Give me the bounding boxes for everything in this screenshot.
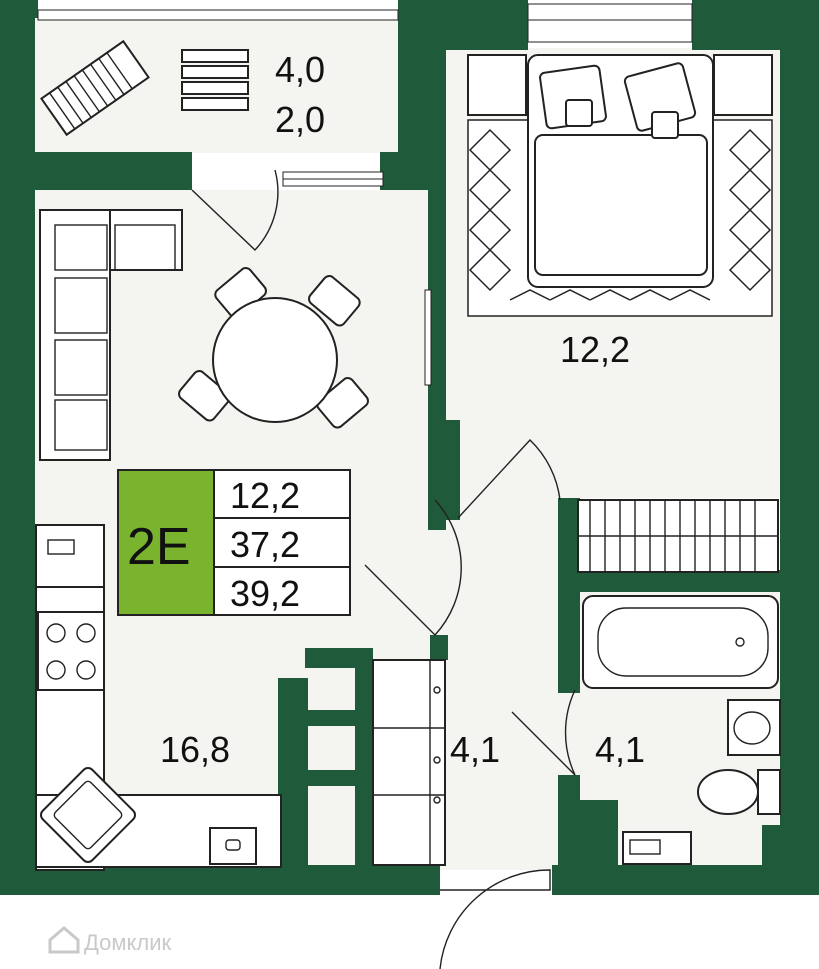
house-logo-icon bbox=[48, 926, 80, 954]
bathroom-door-swing bbox=[511, 689, 576, 776]
balcony-area-b: 2,0 bbox=[275, 99, 325, 140]
apartment-type-code: 2E bbox=[127, 518, 191, 576]
kitchen-living-area: 16,8 bbox=[160, 729, 230, 770]
windows bbox=[37, 3, 693, 386]
balcony-furniture bbox=[40, 39, 249, 137]
shelf-radiator bbox=[577, 499, 779, 573]
bedroom-furniture bbox=[467, 54, 773, 317]
bathroom-fixtures bbox=[582, 595, 781, 865]
badge-area-3: 39,2 bbox=[230, 573, 300, 614]
hall-wardrobe bbox=[372, 659, 446, 866]
hallway-area: 4,1 bbox=[450, 729, 500, 770]
bedroom-door-swing bbox=[457, 439, 561, 519]
living-door-swing bbox=[364, 499, 462, 637]
watermark-text: Домклик bbox=[84, 930, 172, 955]
sofa bbox=[39, 209, 183, 461]
bathroom-area: 4,1 bbox=[595, 729, 645, 770]
balcony-door-swing bbox=[191, 169, 279, 251]
walls bbox=[0, 0, 819, 895]
entrance-door-swing bbox=[439, 869, 551, 969]
dining-table bbox=[178, 267, 369, 429]
badge-green-block bbox=[117, 469, 215, 616]
watermark: Домклик bbox=[48, 926, 172, 955]
balcony-area-a: 4,0 bbox=[275, 49, 325, 90]
badge-area-1: 12,2 bbox=[230, 475, 300, 516]
kitchen bbox=[35, 524, 282, 871]
apartment-badge: 2E 12,2 37,2 39,2 bbox=[117, 469, 351, 616]
bedroom-area: 12,2 bbox=[560, 329, 630, 370]
badge-area-2: 37,2 bbox=[230, 524, 300, 565]
